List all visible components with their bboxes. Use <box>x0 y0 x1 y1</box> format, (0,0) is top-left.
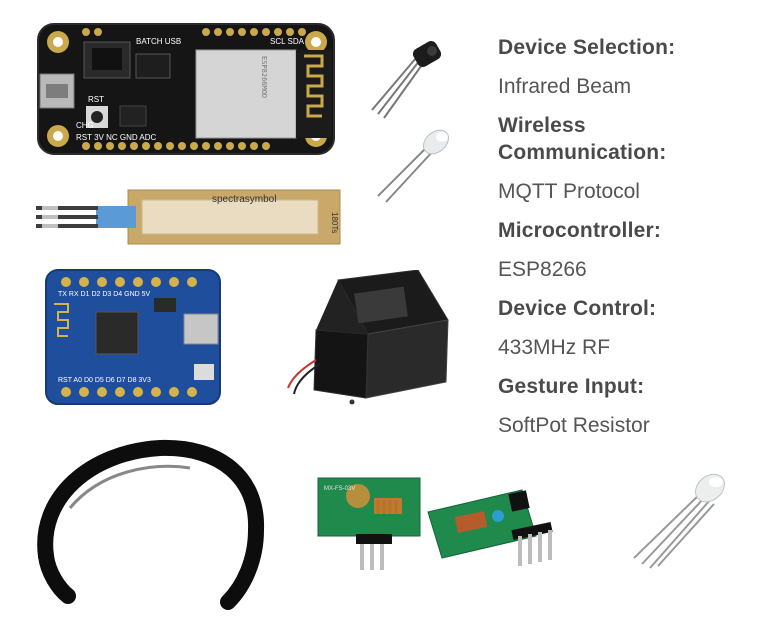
spec-heading: Wireless Communication: <box>498 114 667 164</box>
board-label-bottom: RST 3V NC GND ADC <box>76 133 157 142</box>
ir-led-icon <box>377 129 450 203</box>
headband <box>37 439 265 610</box>
spec-value: SoftPot Resistor <box>498 414 650 437</box>
ir-receiver-icon <box>371 41 442 119</box>
rf-433-transmitter <box>427 489 553 566</box>
d1-pins-bottom-label: RST A0 D0 D5 D6 D7 D8 3V3 <box>58 377 151 384</box>
spec-heading: Gesture Input: <box>498 375 645 398</box>
spec-device-control: Device Control: 433MHz RF <box>498 295 768 361</box>
spec-device-selection: Device Selection: Infrared Beam <box>498 34 768 100</box>
softpot-code-label: 180Ts <box>330 212 339 233</box>
spec-wireless-communication: Wireless Communication: MQTT Protocol <box>498 112 768 205</box>
spec-value: MQTT Protocol <box>498 180 640 203</box>
spec-microcontroller: Microcontroller: ESP8266 <box>498 217 768 283</box>
board-label-top: BATCH USB <box>136 37 181 46</box>
board-label-chg: CHG <box>76 121 94 130</box>
spec-list: Device Selection: Infrared Beam Wireless… <box>498 34 768 439</box>
wemos-d1-mini-board: TX RX D1 D2 D3 D4 GND 5V RST A0 D0 D5 D6… <box>45 269 221 405</box>
d1-pins-top-label: TX RX D1 D2 D3 D4 GND 5V <box>58 291 151 298</box>
spec-heading: Device Selection: <box>498 36 676 59</box>
spec-gesture-input: Gesture Input: SoftPot Resistor <box>498 373 768 439</box>
spec-heading: Device Control: <box>498 297 657 320</box>
battery-holder <box>287 270 449 405</box>
board-label-rst: RST <box>88 95 104 104</box>
softpot-brand-label: spectrasymbol <box>212 194 276 205</box>
spec-value: ESP8266 <box>498 258 587 281</box>
rf-433-receiver: MX-FS-03V <box>317 477 421 570</box>
board-label-top2: SCL SDA <box>270 37 305 46</box>
spec-value: Infrared Beam <box>498 75 632 98</box>
spec-value: 433MHz RF <box>498 336 611 359</box>
feather-huzzah-board: ESP8266MOD BATCH USB SCL SDA RST 3V NC G… <box>37 23 335 155</box>
softpot-sensor: spectrasymbol 180Ts <box>36 189 341 245</box>
rf-model-label: MX-FS-03V <box>324 486 355 492</box>
svg-text:ESP8266MOD: ESP8266MOD <box>260 56 268 98</box>
spec-heading: Microcontroller: <box>498 219 662 242</box>
rgb-led-icon <box>633 473 725 569</box>
